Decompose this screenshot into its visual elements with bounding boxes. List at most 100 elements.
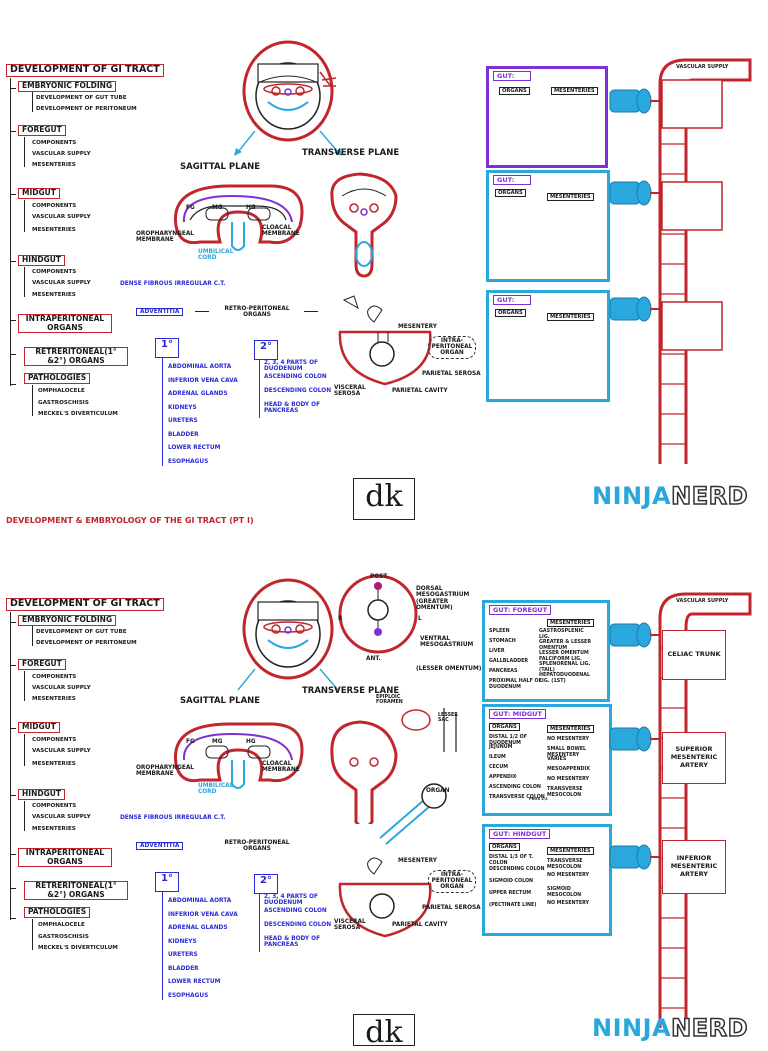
embryo-diagrams bbox=[173, 40, 398, 278]
ninja-nerd-logo: NINJANERD bbox=[592, 481, 748, 511]
list-item: ADRENAL GLANDS bbox=[168, 925, 228, 931]
list-item: ADRENAL GLANDS bbox=[168, 391, 228, 397]
mesenteries-header: MESENTERIES bbox=[547, 313, 594, 321]
sma-box: SUPERIOR MESENTERIC ARTERY bbox=[662, 732, 726, 784]
list-item: DESCENDING COLON bbox=[264, 388, 332, 394]
outline-sub-item: COMPONENTS bbox=[32, 737, 77, 743]
outline-path-item: OMPHALOCELE bbox=[38, 922, 85, 928]
list-item: DESCENDING COLON bbox=[264, 922, 332, 928]
list-item: SPLENORENAL LIG. (TAIL) bbox=[539, 662, 591, 673]
lesser-omentum-label: (LESSER OMENTUM) bbox=[416, 666, 482, 672]
gut-name: MIDGUT bbox=[512, 710, 542, 718]
list-item: APPENDIX bbox=[489, 775, 517, 780]
list-item: TRANSVERSE MESOCOLON bbox=[547, 787, 583, 798]
midgut-prox: PROX 2/3 bbox=[529, 797, 548, 801]
outline-foregut: FOREGUT bbox=[18, 659, 66, 670]
dk-logo: dk bbox=[353, 1014, 415, 1050]
outline-hindgut: HINDGUT bbox=[18, 789, 65, 800]
fg-label: FG bbox=[186, 739, 195, 745]
outline-embryonic-folding: EMBRYONIC FOLDING bbox=[18, 81, 117, 92]
outline-retroperitoneal: RETRERITONEAL(1° &2°) ORGANS bbox=[24, 881, 128, 901]
gut-prefix: GUT: bbox=[493, 606, 511, 614]
ninja-text: NINJA bbox=[592, 482, 672, 510]
list-item: NO MESENTERY bbox=[547, 901, 590, 906]
outline-retroperitoneal: RETRERITONEAL(1° &2°) ORGANS bbox=[24, 347, 128, 367]
midgut-box: GUT: MIDGUT ORGANS MESENTERIES DISTAL 1/… bbox=[482, 704, 612, 816]
page-2: DEVELOPMENT OF GI TRACT EMBRYONIC FOLDIN… bbox=[0, 518, 768, 1050]
list-item: ASCENDING COLON bbox=[264, 374, 327, 380]
list-item: NO MESENTERY bbox=[547, 777, 590, 782]
list-item: MESOAPPENDIX bbox=[547, 767, 590, 772]
list-item: 2, 3, 4 PARTS OF DUODENUM bbox=[264, 894, 319, 906]
gut-box-2: GUT: ORGANS MESENTERIES bbox=[486, 170, 610, 282]
list-item: PANCREAS bbox=[489, 669, 518, 674]
cloacal-label: CLOACAL MEMBRANE bbox=[262, 761, 300, 773]
list-item: NO MESENTERY bbox=[547, 737, 590, 742]
secondary-box: 2° bbox=[254, 874, 278, 894]
visceral-serosa-label: VISCERAL SEROSA bbox=[334, 385, 366, 397]
list-item: TRANSVERSE COLON bbox=[489, 795, 545, 800]
parietal-serosa-label: PARIETAL SEROSA bbox=[422, 371, 481, 377]
dense-ct-label: DENSE FIBROUS IRREGULAR C.T. bbox=[120, 281, 226, 287]
list-item: BLADDER bbox=[168, 965, 199, 972]
lesser-sac-diagram bbox=[401, 708, 457, 752]
list-item: ESOPHAGUS bbox=[168, 458, 209, 465]
parietal-serosa-label: PARIETAL SEROSA bbox=[422, 905, 481, 911]
epiploic-foramen-label: EPIPLOIC FORAMEN bbox=[376, 695, 403, 705]
list-item: LIVER bbox=[489, 649, 505, 654]
mesenteries-header: MESENTERIES bbox=[547, 619, 594, 627]
outline-sub-item: MESENTERIES bbox=[32, 227, 76, 233]
outline-sub-item: VASCULAR SUPPLY bbox=[32, 748, 91, 754]
organs-header: ORGANS bbox=[495, 309, 526, 317]
post-label: POST. bbox=[370, 574, 389, 580]
gut-label: GUT: bbox=[493, 175, 531, 185]
ninja-nerd-logo: NINJANERD bbox=[592, 1013, 748, 1043]
dense-ct-label: DENSE FIBROUS IRREGULAR C.T. bbox=[120, 815, 226, 821]
organs-header: ORGANS bbox=[489, 723, 520, 731]
nerd-text: NERD bbox=[670, 481, 748, 511]
adventitia-box: ADVENTITIA bbox=[136, 308, 184, 316]
list-item: NO MESENTERY bbox=[547, 873, 590, 878]
intra-label: INTRA-PERITONEAL ORGAN bbox=[428, 870, 476, 894]
list-item: SIGMOID COLON bbox=[489, 879, 534, 884]
organs-header: ORGANS bbox=[495, 189, 526, 197]
parietal-cavity-label: PARIETAL CAVITY bbox=[392, 388, 448, 394]
dorsal-mesogastrium-label: DORSAL MESOGASTRIUM (GREATER OMENTUM) bbox=[416, 586, 470, 612]
list-item: LOWER RECTUM bbox=[168, 979, 221, 985]
umbilical-label: UMBILICAL CORD bbox=[198, 249, 234, 261]
mesenteries-header: MESENTERIES bbox=[547, 193, 594, 201]
outline-ef-item: DEVELOPMENT OF PERITONEUM bbox=[36, 106, 137, 112]
oropharyngeal-label: OROPHARYNGEAL MEMBRANE bbox=[136, 765, 194, 777]
outline-sub-item: COMPONENTS bbox=[32, 203, 77, 209]
visceral-serosa-label: VISCERAL SEROSA bbox=[334, 919, 366, 931]
outline-path-item: OMPHALOCELE bbox=[38, 388, 85, 394]
outline-sub-item: MESENTERIES bbox=[32, 292, 76, 298]
list-item: INFERIOR VENA CAVA bbox=[168, 377, 238, 384]
intra-label: INTRA-PERITONEAL ORGAN bbox=[428, 336, 476, 360]
primary-box: 1° bbox=[155, 338, 179, 358]
outline-foregut: FOREGUT bbox=[18, 125, 66, 136]
hg-label: HG bbox=[246, 739, 256, 745]
transverse-plane-label: TRANSVERSE PLANE bbox=[302, 686, 400, 696]
organ-label: ORGAN bbox=[426, 788, 450, 794]
organs-header: ORGANS bbox=[489, 843, 520, 851]
outline-path-item: MECKEL'S DIVERTICULUM bbox=[38, 411, 118, 417]
ninja-text: NINJA bbox=[592, 1014, 672, 1042]
list-item: KIDNEYS bbox=[168, 404, 197, 411]
mesentery-label: MESENTERY bbox=[398, 858, 437, 864]
list-item: SPLEEN bbox=[489, 629, 510, 634]
list-item: LESSER OMENTUM FALCIFORM LIG. bbox=[539, 651, 589, 662]
celiac-trunk-box: CELIAC TRUNK bbox=[662, 630, 726, 680]
outline-sub-item: COMPONENTS bbox=[32, 674, 77, 680]
nerd-text: NERD bbox=[670, 1013, 748, 1043]
outline-sub-item: MESENTERIES bbox=[32, 826, 76, 832]
list-item: ASCENDING COLON bbox=[264, 908, 327, 914]
outline-title: DEVELOPMENT OF GI TRACT bbox=[6, 598, 164, 611]
organs-header: ORGANS bbox=[499, 87, 530, 95]
list-item: PROXIMAL HALF OF DUODENUM bbox=[489, 679, 542, 690]
list-item: DISTAL 1/2 OF DUODENUM bbox=[489, 735, 528, 746]
ant-label: ANT. bbox=[366, 656, 381, 662]
outline-midgut: MIDGUT bbox=[18, 722, 60, 733]
cloacal-label: CLOACAL MEMBRANE bbox=[262, 225, 300, 237]
